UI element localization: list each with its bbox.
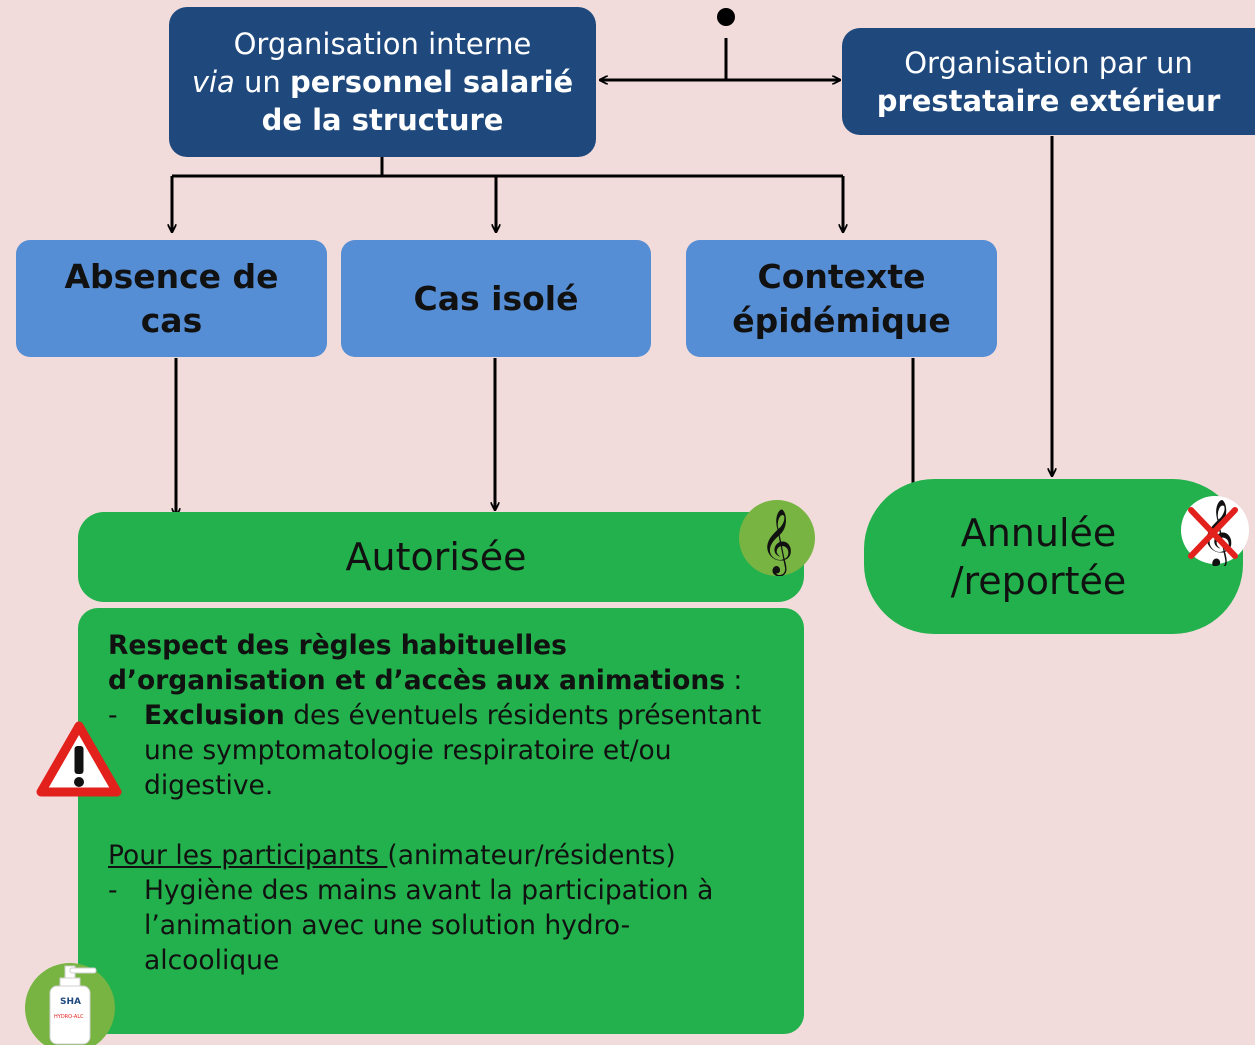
annulee-line1: Annulée	[960, 510, 1117, 555]
hygiene-text: Hygiène des mains avant la participation…	[144, 875, 714, 976]
autorisee-box: Autorisée	[78, 512, 804, 602]
external-organisation-box: Organisation par un prestataire extérieu…	[842, 28, 1255, 135]
absence-de-cas-box: Absence de cas	[16, 240, 327, 357]
sha-label: SHA	[60, 997, 81, 1007]
spacer	[108, 803, 780, 838]
rules-heading-bold: Respect des règles habituelles d’organis…	[108, 630, 725, 696]
bullet-exclusion-text: Exclusion des éventuels résidents présen…	[144, 698, 780, 803]
external-bold: prestataire extérieur	[876, 83, 1221, 118]
warning-icon	[36, 720, 122, 798]
rules-box: Respect des règles habituelles d’organis…	[78, 608, 804, 1034]
no-music-icon: 𝄞	[1177, 490, 1253, 569]
exclusion-bold: Exclusion	[144, 700, 285, 731]
rules-heading: Respect des règles habituelles d’organis…	[108, 628, 780, 698]
internal-via: via	[191, 65, 235, 99]
annulee-line2: /reportée	[950, 558, 1127, 603]
treble-clef-icon: 𝄞	[739, 500, 815, 576]
annulee-box: Annulée /reportée	[864, 479, 1243, 634]
participants-rest: (animateur/résidents)	[387, 840, 676, 871]
internal-un: un	[234, 65, 291, 99]
absence-line1: Absence de	[64, 256, 279, 296]
epidemique-line2: épidémique	[732, 300, 951, 340]
hand-sanitizer-icon: SHA HYDRO-ALC	[24, 962, 116, 1045]
cas-isole-box: Cas isolé	[341, 240, 651, 357]
svg-text:𝄞: 𝄞	[760, 509, 793, 576]
internal-bold1: personnel salarié	[290, 65, 574, 99]
isole-label: Cas isolé	[413, 279, 579, 318]
bullet-dash: -	[108, 700, 118, 731]
absence-line2: cas	[140, 300, 203, 340]
autorisee-label: Autorisée	[345, 535, 527, 579]
start-dot	[717, 8, 735, 26]
internal-line2: via un personnel salarié	[192, 63, 573, 101]
rules-bullet-hygiene: - Hygiène des mains avant la participati…	[108, 873, 780, 978]
rules-heading-tail: :	[724, 665, 743, 696]
internal-line1: Organisation interne	[233, 27, 532, 61]
epidemique-line1: Contexte	[757, 256, 926, 296]
sha-sublabel: HYDRO-ALC	[54, 1014, 84, 1020]
external-line1: Organisation par un	[904, 45, 1193, 80]
internal-organisation-box: Organisation interne via un personnel sa…	[169, 7, 596, 157]
contexte-epidemique-box: Contexte épidémique	[686, 240, 997, 357]
participants-line: Pour les participants (animateur/résiden…	[108, 838, 780, 873]
rules-bullet-exclusion: - Exclusion des éventuels résidents prés…	[108, 698, 780, 803]
exclusion-rest: des éventuels résidents présentant une s…	[144, 700, 762, 801]
internal-bold2: de la structure	[261, 103, 504, 137]
participants-underlined: Pour les participants	[108, 840, 388, 871]
bullet-dash: -	[108, 875, 118, 906]
